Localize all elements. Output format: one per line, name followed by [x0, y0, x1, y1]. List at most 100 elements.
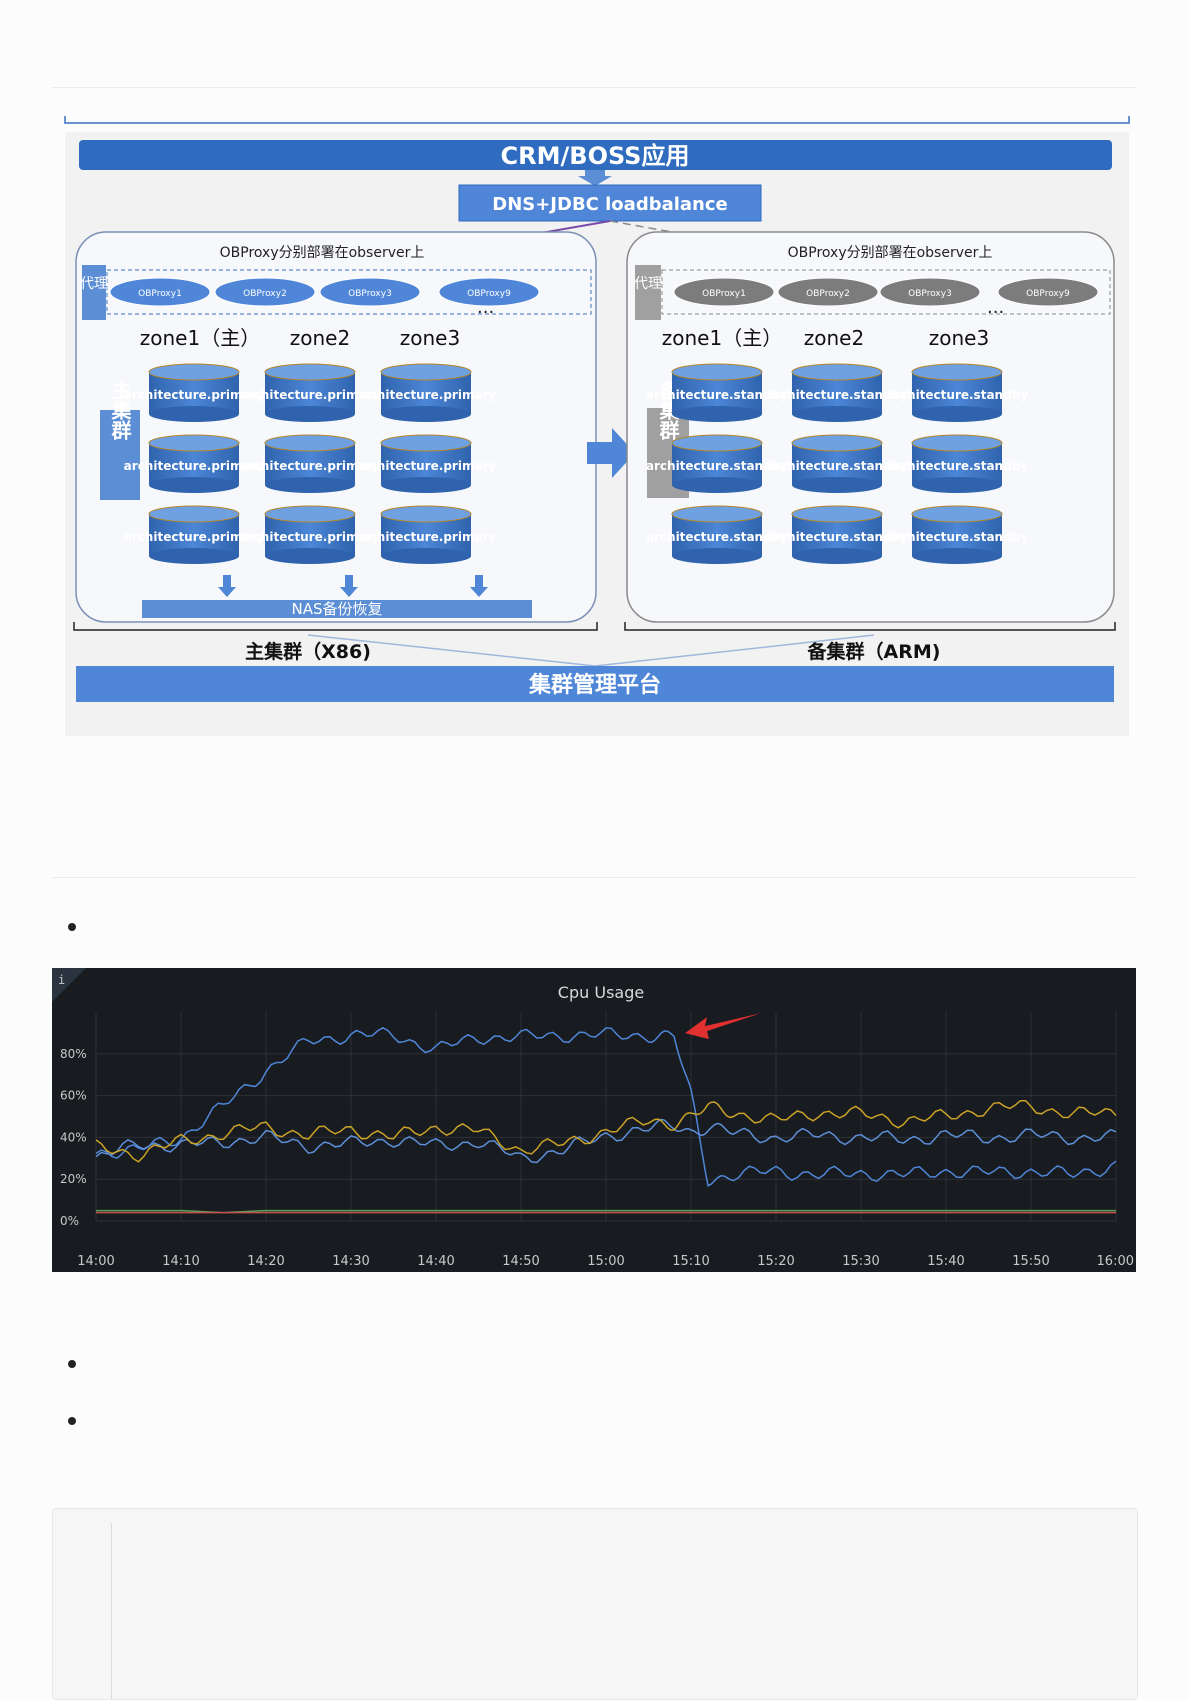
chart-series — [95, 1026, 1117, 1214]
x-tick-label: 14:30 — [332, 1254, 369, 1269]
observer-label: architecture.standby — [766, 530, 908, 544]
proxy-node — [109, 277, 211, 307]
observer-label: architecture.standby — [886, 388, 1028, 402]
red-arrow-annotation — [685, 1013, 761, 1040]
x-tick-label: 14:40 — [417, 1254, 454, 1269]
primary-proxies: OBProxy1 OBProxy2 OBProxy3 OBProxy9 — [109, 277, 540, 307]
x-tick-label: 14:50 — [502, 1254, 539, 1269]
loadbalance-label: DNS+JDBC loadbalance — [492, 194, 728, 215]
code-gutter — [111, 1523, 112, 1699]
x-tick-label: 15:00 — [587, 1254, 624, 1269]
x-tick-label: 14:00 — [77, 1254, 114, 1269]
observer-label: architecture.standby — [886, 530, 1028, 544]
observer-label: architecture.standby — [766, 459, 908, 473]
zone-label: zone3 — [400, 326, 460, 350]
middle-divider — [52, 877, 1136, 878]
proxy-label: OBProxy9 — [467, 289, 511, 299]
primary-proxy-note: OBProxy分别部署在observer上 — [220, 245, 425, 261]
y-axis-ticks: 0% 20% 40% 60% 80% — [60, 1047, 87, 1228]
standby-servers: architecture.standbyarchitecture.standby… — [646, 363, 1028, 564]
proxy-node — [214, 277, 316, 307]
architecture-diagram: CRM/BOSS应用 DNS+JDBC loadbalance OBProxy分… — [64, 116, 1130, 736]
observer-label: architecture.standby — [646, 530, 788, 544]
list-bullet — [68, 923, 76, 931]
observer-label: architecture.standby — [766, 388, 908, 402]
proxy-node — [319, 277, 421, 307]
observer-label: architecture.standby — [646, 459, 788, 473]
zone-label: zone1（主） — [662, 326, 782, 350]
observer-label: architecture.primary — [356, 459, 497, 473]
chart-title: Cpu Usage — [558, 983, 644, 1002]
x-tick-label: 15:20 — [757, 1254, 794, 1269]
nas-backup-label: NAS备份恢复 — [291, 600, 382, 618]
top-divider — [52, 87, 1136, 88]
observer-label: architecture.primary — [240, 530, 381, 544]
x-tick-label: 15:50 — [1012, 1254, 1049, 1269]
list-bullet — [68, 1360, 76, 1368]
series-line — [95, 1026, 1117, 1187]
proxy-label: OBProxy3 — [348, 289, 392, 299]
platform-bar — [76, 666, 1114, 702]
x-tick-label: 15:30 — [842, 1254, 879, 1269]
standby-proxies: OBProxy1 OBProxy2 OBProxy3 OBProxy9 — [673, 277, 1099, 307]
observer-label: architecture.primary — [240, 459, 381, 473]
standby-footer: 备集群（ARM) — [807, 640, 941, 663]
annotation-arrow — [685, 1013, 761, 1040]
proxy-label: OBProxy2 — [243, 289, 287, 299]
standby-ellipsis: ... — [987, 297, 1004, 318]
proxy-label: OBProxy3 — [908, 289, 952, 299]
list-bullet — [68, 1417, 76, 1425]
code-block[interactable] — [52, 1508, 1138, 1700]
zone-label: zone2 — [290, 326, 350, 350]
x-tick-label: 14:20 — [247, 1254, 284, 1269]
crm-boss-bar — [79, 140, 1112, 170]
proxy-label: OBProxy1 — [138, 289, 182, 299]
primary-servers: architecture.primaryarchitecture.primary… — [124, 363, 497, 564]
y-tick-label: 0% — [60, 1214, 79, 1228]
y-tick-label: 80% — [60, 1047, 87, 1061]
standby-zone-labels: zone1（主） zone2 zone3 — [662, 326, 989, 350]
crm-boss-label: CRM/BOSS应用 — [501, 142, 690, 170]
x-tick-label: 15:10 — [672, 1254, 709, 1269]
observer-label: architecture.primary — [124, 459, 265, 473]
proxy-node — [997, 277, 1099, 307]
proxy-label: OBProxy9 — [1026, 289, 1070, 299]
primary-footer: 主集群（X86) — [245, 640, 371, 663]
series-line — [96, 1209, 1116, 1214]
zone-label: zone1（主） — [140, 326, 260, 350]
proxy-label: OBProxy2 — [806, 289, 850, 299]
series-line — [95, 1118, 1117, 1164]
series-line — [95, 1099, 1117, 1163]
observer-label: architecture.standby — [646, 388, 788, 402]
proxy-node — [777, 277, 879, 307]
proxy-node — [673, 277, 775, 307]
x-tick-label: 14:10 — [162, 1254, 199, 1269]
observer-label: architecture.primary — [356, 530, 497, 544]
primary-zone-labels: zone1（主） zone2 zone3 — [140, 326, 460, 350]
primary-side-label: 主集群 — [108, 379, 132, 440]
x-tick-label: 16:00 — [1097, 1254, 1134, 1269]
chart-grid — [95, 1012, 1117, 1222]
proxy-node — [438, 277, 540, 307]
panel-info-icon[interactable]: i — [58, 973, 65, 987]
proxy-label: OBProxy1 — [702, 289, 746, 299]
loadbalance-box — [458, 184, 762, 222]
standby-proxy-tag: 代理 — [634, 276, 662, 292]
x-axis-ticks: 14:00 14:10 14:20 14:30 14:40 14:50 15:00 15:10… — [77, 1254, 1134, 1269]
observer-label: architecture.standby — [886, 459, 1028, 473]
primary-ellipsis: ... — [477, 297, 494, 318]
observer-label: architecture.primary — [124, 530, 265, 544]
zone-label: zone2 — [804, 326, 864, 350]
observer-label: architecture.primary — [356, 388, 497, 402]
nas-backup-bar — [142, 600, 532, 618]
primary-proxy-tag: 代理 — [80, 276, 108, 292]
zone-label: zone3 — [929, 326, 989, 350]
y-tick-label: 40% — [60, 1130, 87, 1144]
y-tick-label: 20% — [60, 1172, 87, 1186]
proxy-node — [879, 277, 981, 307]
y-tick-label: 60% — [60, 1089, 87, 1103]
standby-proxy-note: OBProxy分别部署在observer上 — [788, 245, 993, 261]
platform-label: 集群管理平台 — [528, 672, 661, 698]
